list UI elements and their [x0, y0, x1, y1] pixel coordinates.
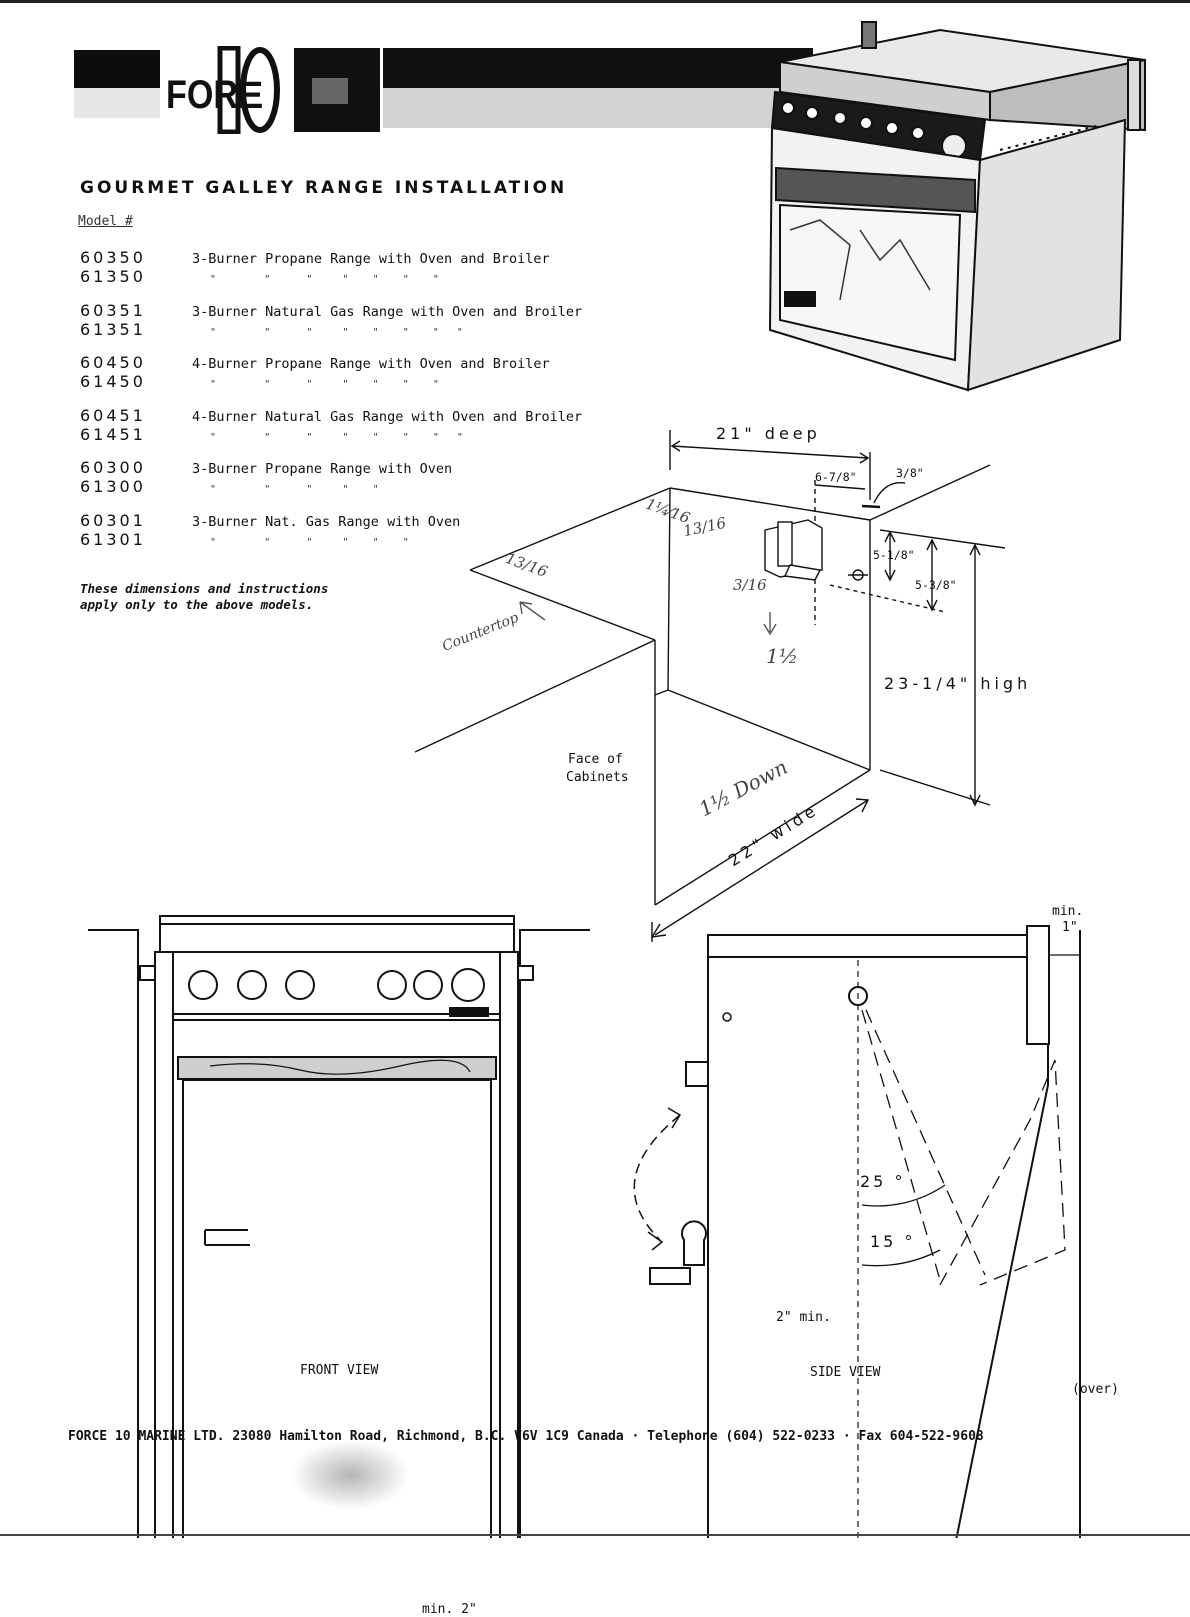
model-number: 60301 — [80, 510, 146, 530]
svg-text:FOR: FOR — [166, 73, 238, 117]
side-min-value: 1" — [1062, 920, 1078, 935]
installation-drawings — [88, 21, 1146, 1538]
front-view-drawing — [88, 915, 590, 1538]
bottom-edge-rule — [0, 1534, 1190, 1536]
applicability-note: These dimensions and instructions apply … — [80, 581, 328, 613]
model-group: 60450 4-Burner Propane Range with Oven an… — [80, 353, 660, 406]
force10-logo: FOR E — [160, 46, 285, 134]
ditto-marks: " " " " " " " — [192, 379, 439, 390]
model-group: 60301 3-Burner Nat. Gas Range with Oven 6… — [80, 511, 660, 564]
model-group: 60300 3-Burner Propane Range with Oven 61… — [80, 458, 660, 511]
model-description: 3-Burner Propane Range with Oven and Bro… — [192, 251, 550, 267]
lip-dimension: 3/8" — [896, 466, 924, 480]
ditto-marks: " " " " " " " — [192, 274, 439, 285]
model-group: 60451 4-Burner Natural Gas Range with Ove… — [80, 406, 660, 459]
side-view-caption: SIDE VIEW — [810, 1365, 881, 1380]
over-label: (over) — [1072, 1382, 1119, 1397]
model-description: 4-Burner Natural Gas Range with Oven and… — [192, 408, 583, 425]
model-list: 60350 3-Burner Propane Range with Oven an… — [80, 248, 660, 563]
model-description: 3-Burner Propane Range with Oven — [192, 461, 453, 477]
handwritten-note: 3/16 — [733, 576, 767, 594]
svg-text:E: E — [238, 75, 263, 117]
height-dimension: 23-1/4" high — [884, 674, 1032, 693]
handwritten-note: 1½ — [766, 644, 799, 668]
angle-25-label: 25 ° — [860, 1172, 906, 1191]
front-clearance-label: min. 2" — [422, 1602, 477, 1617]
ditto-marks: " " " " " — [192, 484, 379, 495]
model-number: 60451 — [80, 405, 146, 425]
model-number: 61450 — [80, 372, 146, 391]
banner-bar-left — [74, 50, 164, 88]
model-group: 60350 3-Burner Propane Range with Oven an… — [80, 248, 660, 301]
model-group: 60351 3-Burner Natural Gas Range with Ove… — [80, 301, 660, 354]
model-description: 3-Burner Nat. Gas Range with Oven — [192, 513, 461, 530]
model-number: 61351 — [80, 319, 146, 339]
note-line: apply only to the above models. — [80, 597, 314, 612]
company-footer: FORCE 10 MARINE LTD. 23080 Hamilton Road… — [68, 1429, 984, 1444]
banner-stipple-left — [74, 88, 164, 118]
logo-dark-inner — [312, 78, 348, 104]
force10-logo-graphic: FOR E — [160, 46, 285, 134]
model-number: 61451 — [80, 424, 146, 444]
banner-stipple-right — [383, 88, 813, 128]
model-number: 60351 — [80, 300, 146, 320]
note-line: These dimensions and instructions — [80, 581, 329, 596]
range-illustration — [768, 21, 1146, 392]
front-view-caption: FRONT VIEW — [300, 1363, 379, 1378]
ditto-marks: " " " " " " " " — [192, 326, 463, 338]
page-title: GOURMET GALLEY RANGE INSTALLATION — [80, 178, 568, 198]
side-min-label: min. — [1052, 904, 1084, 919]
scan-smudge — [290, 1440, 410, 1510]
face-of-cabinets-label: Cabinets — [566, 770, 629, 785]
top-edge-rule — [0, 0, 1190, 3]
side-clearance-label: 2" min. — [776, 1310, 831, 1325]
model-number: 60300 — [80, 458, 146, 477]
model-number: 60450 — [80, 353, 146, 372]
model-number: 61301 — [80, 529, 146, 549]
model-number: 60350 — [80, 248, 146, 267]
model-description: 4-Burner Propane Range with Oven and Bro… — [192, 356, 550, 372]
ditto-marks: " " " " " " — [192, 536, 409, 548]
model-description: 3-Burner Natural Gas Range with Oven and… — [192, 303, 583, 320]
angle-15-label: 15 ° — [870, 1232, 916, 1251]
face-of-cabinets-label: Face of — [568, 752, 623, 767]
bracket-height-2: 5-3/8" — [915, 578, 957, 592]
side-view-drawing — [633, 925, 1081, 1538]
depth-dimension: 21" deep — [716, 424, 821, 443]
model-number: 61300 — [80, 477, 146, 496]
model-header: Model # — [78, 214, 133, 229]
ditto-marks: " " " " " " " " — [192, 431, 463, 443]
cutout-diagram — [414, 430, 1006, 942]
model-number: 61350 — [80, 267, 146, 286]
inset-dimension: 6-7/8" — [815, 470, 857, 484]
banner-bar-right — [383, 48, 813, 88]
bracket-height-1: 5-1/8" — [873, 548, 915, 562]
